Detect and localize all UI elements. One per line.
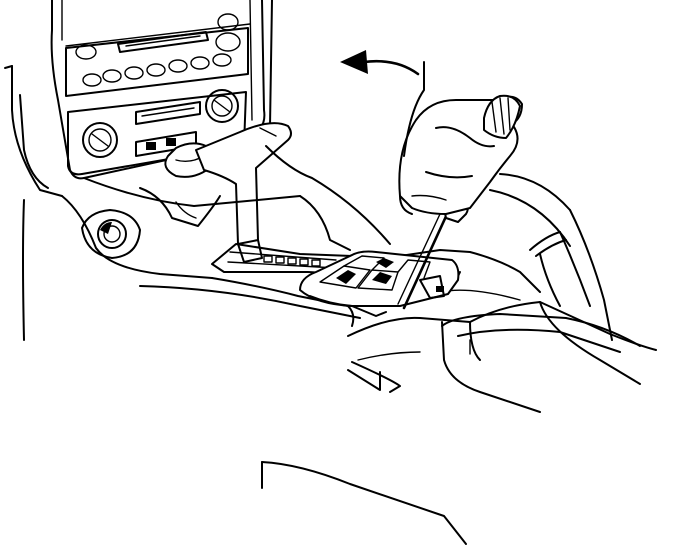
- radio-preset-buttons: [82, 53, 232, 87]
- fan-dial-icon: [82, 122, 118, 158]
- cigarette-lighter-icon: [81, 209, 141, 259]
- temperature-dial-icon: [205, 89, 239, 123]
- floor-console: [22, 145, 657, 413]
- cupholder-tray: [441, 313, 641, 355]
- technician-hand: [398, 61, 613, 341]
- floor-panel-edge: [261, 461, 467, 545]
- mode-switch: [135, 101, 201, 125]
- cassette-slot: [117, 31, 209, 53]
- radio-knob-icon: [75, 44, 97, 60]
- shift-lever: [164, 122, 292, 263]
- window-switch-buttons: [319, 255, 431, 291]
- curved-direction-arrow-icon: [340, 50, 420, 76]
- screwdriver-handle-icon: [483, 94, 521, 139]
- power-window-switch-panel: [299, 250, 460, 317]
- switch-panel-clip: [419, 275, 445, 299]
- gear-position-marks: [263, 255, 321, 267]
- radio-head-unit: [65, 13, 249, 97]
